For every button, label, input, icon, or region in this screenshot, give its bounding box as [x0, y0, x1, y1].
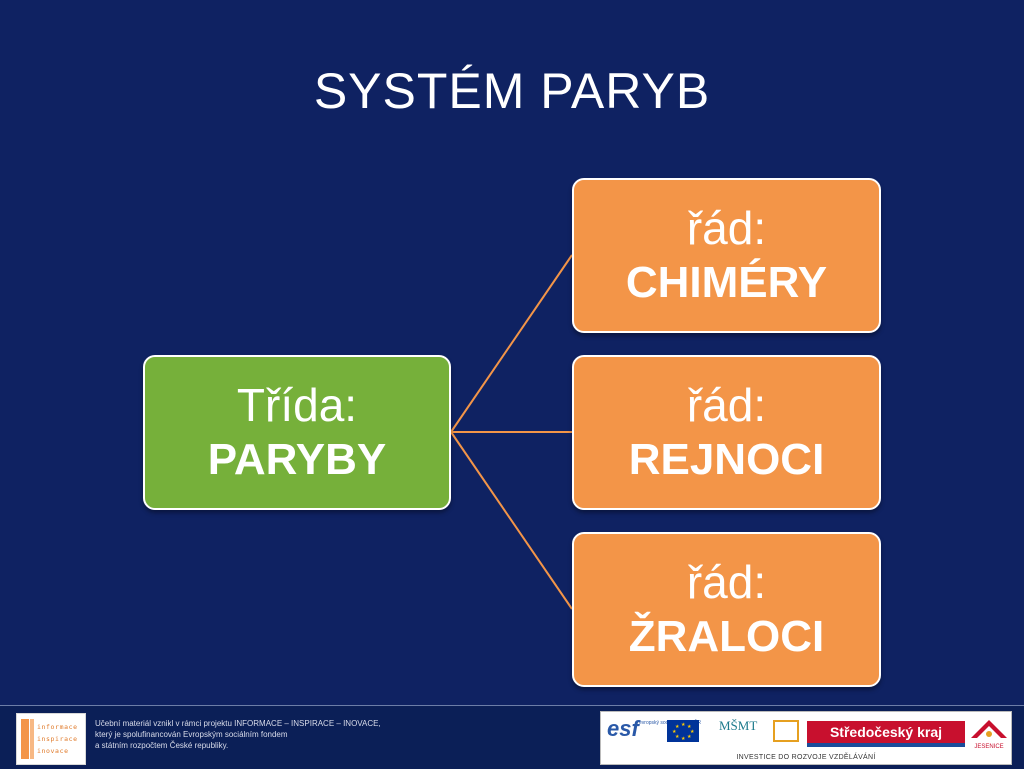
house-label: JESENICE — [974, 744, 1003, 750]
node-value: CHIMÉRY — [625, 257, 828, 307]
slide-title: SYSTÉM PARYB — [313, 63, 711, 119]
msmt-logo-icon: MŠMT — [719, 718, 758, 733]
project-logo: informace inspirace inovace — [16, 713, 86, 765]
op-logo-icon — [773, 720, 799, 742]
kraj-logo: Středočeský kraj — [807, 721, 965, 743]
logo-line: inovace — [37, 747, 69, 755]
node-trida-paryby: Třída: PARYBY — [143, 355, 451, 510]
esf-logo: esf — [607, 716, 639, 741]
kraj-stripe — [807, 743, 965, 747]
funding-note-line: Učební materiál vznikl v rámci projektu … — [95, 719, 381, 728]
node-label: řád: — [686, 378, 767, 431]
investice-slogan: INVESTICE DO ROZVOJE VZDĚLÁVÁNÍ — [736, 754, 876, 761]
node-value: PARYBY — [207, 434, 387, 484]
partner-logos: esf evropský sociální fond v ČR ★ ★ ★ ★ … — [600, 711, 1012, 765]
logo-bar-icon — [30, 719, 34, 759]
logo-bar-icon — [21, 719, 29, 759]
funding-note-line: který je spolufinancován Evropským sociá… — [95, 730, 288, 739]
diagram-connectors — [450, 254, 573, 610]
node-label: Třída: — [236, 378, 358, 431]
logo-line: informace — [37, 723, 78, 731]
footer: informace inspirace inovace Učební mater… — [0, 705, 1024, 769]
logo-line: inspirace — [37, 735, 78, 743]
node-rad-zraloci: řád: ŽRALOCI — [572, 532, 881, 687]
funding-note: Učební materiál vznikl v rámci projektu … — [95, 718, 495, 751]
node-label: řád: — [686, 201, 767, 254]
eu-flag-icon: ★ ★ ★ ★ ★ ★ ★ ★ — [667, 720, 699, 742]
school-house-icon: JESENICE — [971, 720, 1007, 750]
node-label: řád: — [686, 555, 767, 608]
connector-zraloci — [450, 431, 573, 610]
node-value: REJNOCI — [628, 434, 825, 484]
node-rad-rejnoci: řád: REJNOCI — [572, 355, 881, 510]
node-value: ŽRALOCI — [628, 611, 825, 661]
funding-note-line: a státním rozpočtem České republiky. — [95, 741, 229, 750]
slide: SYSTÉM PARYB Třída: PARYBY řád: CHIMÉRY … — [143, 63, 881, 687]
node-rad-chimery: řád: CHIMÉRY — [572, 178, 881, 333]
connector-chimery — [450, 254, 573, 433]
